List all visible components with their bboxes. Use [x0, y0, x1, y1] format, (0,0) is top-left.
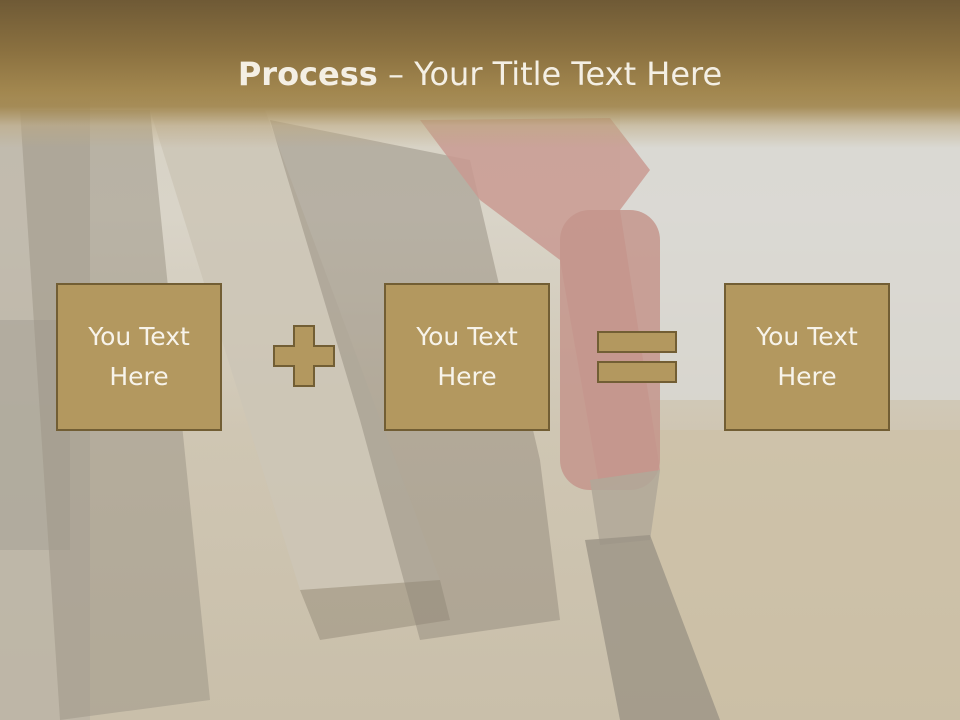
process-box-3[interactable]: You Text Here [724, 283, 890, 431]
process-box-2[interactable]: You Text Here [384, 283, 550, 431]
process-box-1-text: You Text Here [88, 322, 190, 391]
process-box-2-text: You Text Here [416, 322, 518, 391]
slide-title-rest: – Your Title Text Here [377, 55, 723, 93]
equals-icon [597, 331, 677, 383]
title-band [0, 0, 960, 148]
slide-title: Process – Your Title Text Here [0, 54, 960, 94]
plus-icon [273, 325, 335, 387]
slide-title-bold: Process [237, 55, 378, 93]
process-box-1[interactable]: You Text Here [56, 283, 222, 431]
process-box-3-text: You Text Here [756, 322, 858, 391]
